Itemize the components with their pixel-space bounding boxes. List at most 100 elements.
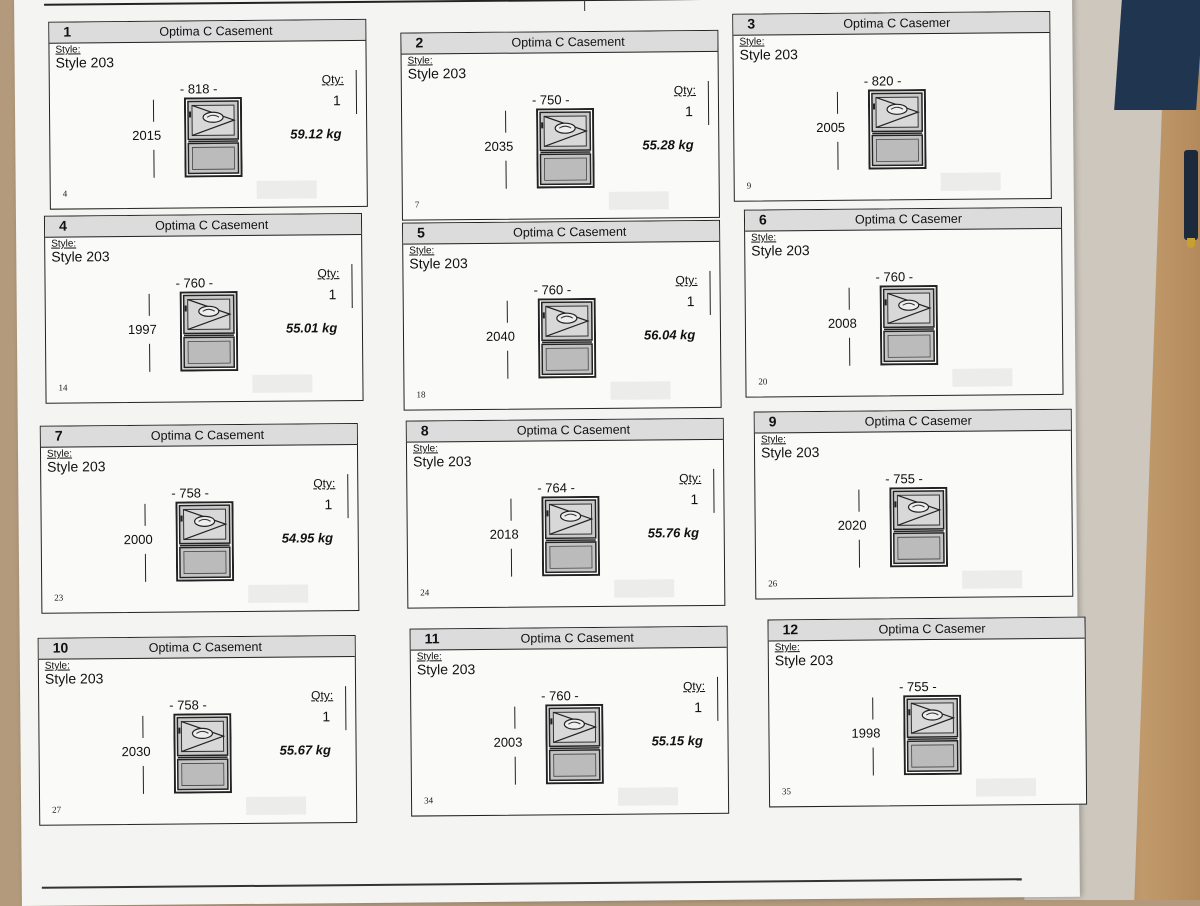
card-title: Optima C Casement <box>513 225 626 240</box>
height-dimension: 1998 <box>851 725 880 740</box>
style-value: Style 203 <box>417 661 476 678</box>
redaction-sticker <box>976 778 1036 797</box>
casement-door-icon <box>173 713 232 794</box>
qty-value: 1 <box>687 293 695 309</box>
window-card-5[interactable]: 5 Optima C Casement Style: Style 203 Qty… <box>402 220 722 411</box>
bottom-rule <box>42 878 1022 889</box>
style-value: Style 203 <box>775 652 834 669</box>
window-card-10[interactable]: 10 Optima C Casement Style: Style 203 Qt… <box>38 635 358 826</box>
window-card-2[interactable]: 2 Optima C Casement Style: Style 203 Qty… <box>400 30 720 221</box>
card-title: Optima C Casement <box>521 631 634 646</box>
redaction-sticker <box>941 172 1001 191</box>
card-number: 1 <box>63 24 71 40</box>
width-dimension: - 758 - <box>169 697 207 712</box>
qty-label: Qty: <box>679 471 701 485</box>
weight-value: 56.04 kg <box>644 327 695 342</box>
window-card-1[interactable]: 1 Optima C Casement Style: Style 203 Qty… <box>48 19 368 210</box>
redaction-sticker <box>248 584 308 603</box>
qty-value: 1 <box>324 496 332 512</box>
card-title: Optima C Casemer <box>843 16 950 31</box>
card-number: 3 <box>747 16 755 32</box>
card-title: Optima C Casement <box>517 423 630 438</box>
card-title: Optima C Casement <box>149 640 262 655</box>
qty-value: 1 <box>685 103 693 119</box>
height-dimension: 2020 <box>838 518 867 533</box>
height-dimension: 2035 <box>484 139 513 154</box>
height-dimension: 2040 <box>486 329 515 344</box>
width-dimension: - 760 - <box>175 275 213 290</box>
window-card-11[interactable]: 11 Optima C Casement Style: Style 203 Qt… <box>410 626 730 817</box>
card-header: 1 Optima C Casement <box>49 20 365 44</box>
card-header: 7 Optima C Casement <box>41 424 357 448</box>
page-reference: 27 <box>52 805 61 815</box>
weight-value: 54.95 kg <box>282 530 333 545</box>
casement-door-icon <box>903 695 962 776</box>
height-dimension: 2015 <box>132 128 161 143</box>
height-dimension: 2003 <box>493 735 522 750</box>
style-value: Style 203 <box>51 248 110 265</box>
casement-door-icon <box>536 108 595 189</box>
page-reference: 35 <box>782 786 791 796</box>
style-value: Style 203 <box>409 255 468 272</box>
card-header: 12 Optima C Casemer <box>768 618 1084 642</box>
qty-value: 1 <box>329 286 337 302</box>
card-title: Optima C Casement <box>511 35 624 50</box>
casement-door-icon <box>180 291 239 372</box>
casement-door-icon <box>868 89 927 170</box>
redaction-sticker <box>610 381 670 400</box>
card-number: 11 <box>425 630 440 646</box>
card-header: 5 Optima C Casement <box>403 221 719 245</box>
weight-value: 55.15 kg <box>651 733 702 748</box>
redaction-sticker <box>962 570 1022 589</box>
weight-value: 55.67 kg <box>280 742 331 757</box>
height-dimension: 2005 <box>816 120 845 135</box>
card-number: 4 <box>59 218 67 234</box>
card-header: 8 Optima C Casement <box>407 419 723 443</box>
redaction-sticker <box>952 368 1012 387</box>
window-card-9[interactable]: 9 Optima C Casemer Style: Style 203 - 75… <box>754 409 1074 600</box>
window-card-4[interactable]: 4 Optima C Casement Style: Style 203 Qty… <box>44 213 364 404</box>
qty-bracket <box>713 469 714 513</box>
window-card-12[interactable]: 12 Optima C Casemer Style: Style 203 - 7… <box>767 617 1087 808</box>
height-dimension: 1997 <box>128 322 157 337</box>
width-dimension: - 764 - <box>537 480 575 495</box>
window-card-8[interactable]: 8 Optima C Casement Style: Style 203 Qty… <box>406 418 726 609</box>
window-card-3[interactable]: 3 Optima C Casemer Style: Style 203 - 82… <box>732 11 1052 202</box>
card-title: Optima C Casement <box>151 428 264 443</box>
window-card-7[interactable]: 7 Optima C Casement Style: Style 203 Qty… <box>40 423 360 614</box>
style-value: Style 203 <box>761 444 820 461</box>
order-sheet: 1 Optima C Casement Style: Style 203 Qty… <box>14 0 1080 906</box>
qty-value: 1 <box>333 92 341 108</box>
card-header: 2 Optima C Casement <box>401 31 717 55</box>
card-header: 3 Optima C Casemer <box>733 12 1049 36</box>
qty-value: 1 <box>694 699 702 715</box>
page-reference: 23 <box>54 593 63 603</box>
style-value: Style 203 <box>56 54 115 71</box>
page-reference: 34 <box>424 795 433 805</box>
card-title: Optima C Casement <box>155 218 268 233</box>
blue-book <box>1114 0 1200 110</box>
style-value: Style 203 <box>408 65 467 82</box>
width-dimension: - 755 - <box>899 679 937 694</box>
redaction-sticker <box>246 796 306 815</box>
window-card-6[interactable]: 6 Optima C Casemer Style: Style 203 - 76… <box>744 207 1064 398</box>
qty-label: Qty: <box>675 273 697 287</box>
qty-label: Qty: <box>674 83 696 97</box>
width-dimension: - 818 - <box>180 81 218 96</box>
page-reference: 20 <box>758 376 767 386</box>
casement-door-icon <box>538 298 597 379</box>
card-title: Optima C Casement <box>159 24 272 39</box>
casement-door-icon <box>175 501 234 582</box>
page-reference: 24 <box>420 587 429 597</box>
casement-door-icon <box>184 97 243 178</box>
page-reference: 7 <box>415 199 420 209</box>
weight-value: 55.28 kg <box>642 137 693 152</box>
page-reference: 4 <box>63 189 68 199</box>
style-value: Style 203 <box>739 46 798 63</box>
height-dimension: 2000 <box>124 532 153 547</box>
qty-value: 1 <box>322 708 330 724</box>
redaction-sticker <box>614 579 674 598</box>
qty-label: Qty: <box>683 679 705 693</box>
qty-label: Qty: <box>313 476 335 490</box>
qty-bracket <box>356 70 357 114</box>
